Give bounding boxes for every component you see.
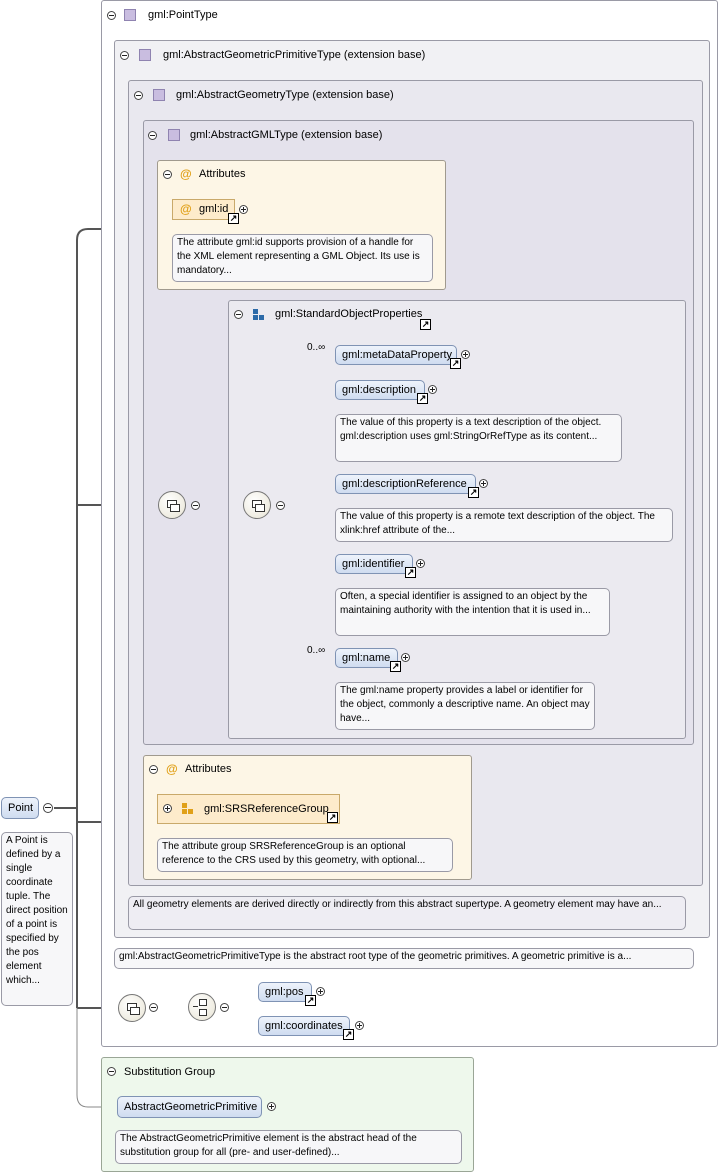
link-arrow-icon[interactable]: ↗ <box>390 661 401 672</box>
collapse-toggle-icon[interactable] <box>191 501 200 510</box>
multiplicity-label: 0..∞ <box>307 342 326 353</box>
attribute-icon: @ <box>180 167 192 181</box>
collapse-toggle-icon[interactable] <box>163 170 172 179</box>
expand-icon[interactable] <box>416 559 425 568</box>
collapse-toggle-icon[interactable] <box>43 803 53 813</box>
link-arrow-icon[interactable]: ↗ <box>327 812 338 823</box>
geometry-type-title: gml:AbstractGeometryType (extension base… <box>176 89 394 101</box>
pos-element[interactable]: gml:pos <box>258 982 312 1002</box>
metadata-property-element[interactable]: gml:metaDataProperty <box>335 345 457 365</box>
complex-type-icon <box>168 129 180 141</box>
name-doc: The gml:name property provides a label o… <box>335 682 595 730</box>
gml-type-title: gml:AbstractGMLType (extension base) <box>190 129 383 141</box>
name-element[interactable]: gml:name <box>335 648 398 668</box>
standard-object-properties-title: gml:StandardObjectProperties <box>275 308 423 320</box>
point-type-title: gml:PointType <box>148 9 218 21</box>
attribute-group-icon <box>182 803 194 815</box>
gml-id-doc: The attribute gml:id supports provision … <box>172 234 433 282</box>
sequence-compositor-icon[interactable] <box>243 491 271 519</box>
identifier-doc: Often, a special identifier is assigned … <box>335 588 610 636</box>
expand-icon[interactable] <box>461 350 470 359</box>
srs-attributes-title: Attributes <box>185 763 232 775</box>
srs-reference-group-doc: The attribute group SRSReferenceGroup is… <box>157 838 453 872</box>
expand-icon[interactable] <box>267 1102 276 1111</box>
point-element[interactable]: Point <box>1 797 39 819</box>
geometry-type-doc: All geometry elements are derived direct… <box>128 896 686 930</box>
gml-attributes-title: Attributes <box>199 168 246 180</box>
primitive-type-title: gml:AbstractGeometricPrimitiveType (exte… <box>163 49 426 61</box>
group-icon <box>253 309 265 321</box>
expand-icon[interactable] <box>239 205 248 214</box>
collapse-toggle-icon[interactable] <box>107 11 116 20</box>
collapse-toggle-icon[interactable] <box>149 1003 158 1012</box>
attribute-icon: @ <box>166 762 178 776</box>
expand-icon[interactable] <box>479 479 488 488</box>
attribute-icon: @ <box>180 202 192 216</box>
collapse-toggle-icon[interactable] <box>276 501 285 510</box>
srs-reference-group[interactable]: gml:SRSReferenceGroup <box>157 794 340 824</box>
complex-type-icon <box>153 89 165 101</box>
link-arrow-icon[interactable]: ↗ <box>468 487 479 498</box>
point-doc: A Point is defined by a single coordinat… <box>1 832 73 1006</box>
collapse-toggle-icon[interactable] <box>148 131 157 140</box>
link-arrow-icon[interactable]: ↗ <box>305 995 316 1006</box>
abstract-geometric-primitive-element[interactable]: AbstractGeometricPrimitive <box>117 1096 262 1118</box>
link-arrow-icon[interactable]: ↗ <box>228 213 239 224</box>
description-reference-element[interactable]: gml:descriptionReference <box>335 474 476 494</box>
complex-type-icon <box>139 49 151 61</box>
link-arrow-icon[interactable]: ↗ <box>405 567 416 578</box>
expand-icon[interactable] <box>355 1021 364 1030</box>
gml-id-label: gml:id <box>199 203 229 215</box>
sequence-compositor-icon[interactable] <box>158 491 186 519</box>
link-arrow-icon[interactable]: ↗ <box>450 358 461 369</box>
expand-icon[interactable] <box>163 804 172 813</box>
expand-icon[interactable] <box>428 385 437 394</box>
collapse-toggle-icon[interactable] <box>220 1003 229 1012</box>
complex-type-icon <box>124 9 136 21</box>
collapse-toggle-icon[interactable] <box>234 310 243 319</box>
identifier-element[interactable]: gml:identifier <box>335 554 413 574</box>
link-arrow-icon[interactable]: ↗ <box>420 319 431 330</box>
link-arrow-icon[interactable]: ↗ <box>343 1029 354 1040</box>
description-element[interactable]: gml:description <box>335 380 425 400</box>
multiplicity-label: 0..∞ <box>307 645 326 656</box>
substitution-group-title: Substitution Group <box>124 1066 216 1078</box>
description-doc: The value of this property is a text des… <box>335 414 622 462</box>
srs-reference-group-label: gml:SRSReferenceGroup <box>204 803 329 815</box>
choice-compositor-icon[interactable] <box>188 993 216 1021</box>
expand-icon[interactable] <box>316 987 325 996</box>
description-reference-doc: The value of this property is a remote t… <box>335 508 673 542</box>
collapse-toggle-icon[interactable] <box>120 51 129 60</box>
link-arrow-icon[interactable]: ↗ <box>417 393 428 404</box>
sequence-compositor-icon[interactable] <box>118 994 146 1022</box>
primitive-type-doc: gml:AbstractGeometricPrimitiveType is th… <box>114 948 694 969</box>
substitution-group-doc: The AbstractGeometricPrimitive element i… <box>115 1130 462 1164</box>
collapse-toggle-icon[interactable] <box>134 91 143 100</box>
expand-icon[interactable] <box>401 653 410 662</box>
collapse-toggle-icon[interactable] <box>107 1067 116 1076</box>
collapse-toggle-icon[interactable] <box>149 765 158 774</box>
gml-id-attribute[interactable]: @ gml:id <box>172 199 235 220</box>
coordinates-element[interactable]: gml:coordinates <box>258 1016 350 1036</box>
